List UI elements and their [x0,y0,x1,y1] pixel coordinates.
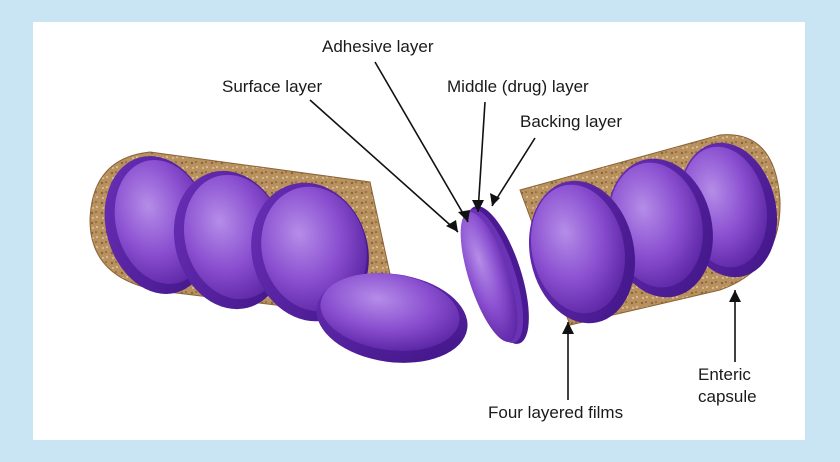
label-adhesive-layer: Adhesive layer [322,36,434,58]
label-enteric: Enteric [698,364,751,386]
label-middle-drug-layer: Middle (drug) layer [447,76,589,98]
label-capsule: capsule [698,386,757,408]
label-backing-layer: Backing layer [520,111,622,133]
label-surface-layer: Surface layer [222,76,322,98]
arrow-middle [478,102,485,212]
capsule-right-half [516,134,789,334]
label-four-layered-films: Four layered films [488,402,623,424]
